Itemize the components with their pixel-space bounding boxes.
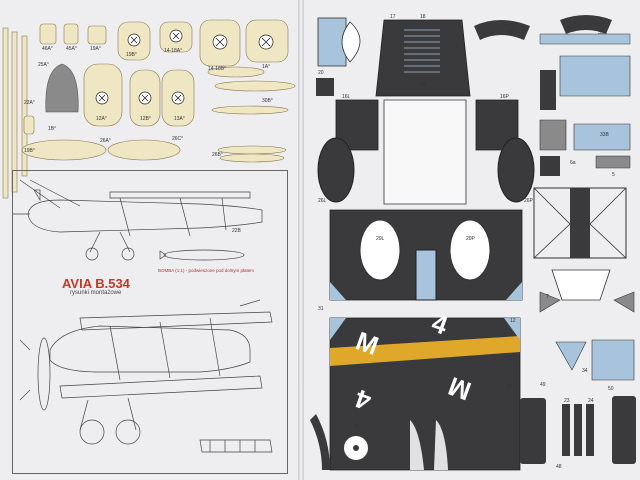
label-7: 7 [546,294,549,300]
label-30b: 30B° [262,98,273,104]
label-20: 20 [318,70,324,76]
label-14-18a: 14-18A° [164,48,183,54]
label-12: 12 [510,318,516,324]
part-26b [217,145,287,155]
bomb-diagram [159,249,245,261]
label-26p: 26P [524,198,533,204]
label-19b-small: 19B° [24,148,35,154]
label-45: 45 [326,464,332,470]
label-14-18b: 14-18B° [208,66,227,72]
yellow-band [330,336,520,366]
part-26c [107,139,181,161]
label-6a: 6a [570,160,576,166]
label-46a: 46A° [42,46,53,52]
label-13a: 13A° [174,116,185,122]
cream-parts [21,19,296,163]
part-26b-2 [219,153,285,163]
part-50 [591,339,635,381]
part-33a [560,15,612,34]
label-49: 49 [540,382,546,388]
label-16l: 16L [342,94,351,100]
label-12b: 12B° [140,116,151,122]
part-26a [21,139,107,161]
part-29l [359,219,401,281]
label-33b: 33B [600,132,609,138]
part-26l [317,137,355,203]
part-19a [87,25,107,45]
label-48: 48 [556,464,562,470]
part-45 [310,414,330,470]
part-33b [573,123,631,151]
part-strut [207,66,265,78]
label-5: 5 [612,172,615,178]
label-29l: 29L [376,236,385,242]
label-45a: 45A° [66,46,77,52]
label-18: 18 [420,14,426,20]
label-22a: 22A° [24,100,35,106]
label-1a: 1A° [262,64,271,70]
label-17: 17 [390,14,396,20]
part-1b [45,63,79,113]
label-34: 34 [582,368,588,374]
part-8 [540,70,556,110]
part-small [23,115,35,135]
bomb-note: BOMBA (1:1) - podwieszone pod dolnym pła… [158,268,255,273]
part-tail-fin [551,269,611,301]
bottom-strips [520,396,636,464]
part-32a [474,20,530,40]
label-24: 24 [588,398,594,404]
strut-part [11,31,18,193]
label-31: 31 [318,306,324,312]
label-13: 13 [506,384,512,390]
page-title: AVIA B.534 [62,276,130,291]
part-29p [449,219,491,281]
part-33c [559,55,631,97]
label-33: 33 [420,82,426,88]
struts-group [2,27,28,199]
part-46a [39,23,57,45]
label-22b: 22B [232,228,241,234]
label-29p: 29P [466,236,475,242]
label-47: 47 [354,424,360,430]
part-17-panel [317,17,347,67]
part-34 [555,341,587,371]
label-12a: 12A° [96,116,107,122]
assembly-diagram [19,299,273,453]
label-33a: 33A [598,30,607,36]
label-26l: 26L [318,198,327,204]
label-23: 23 [564,398,570,404]
part-26p [497,137,535,203]
part-windshield [341,21,361,63]
label-25a: 25A° [38,62,49,68]
label-1b: 1B° [48,126,57,132]
fuselage-top [375,19,471,97]
page-subtitle: rysunki montażowe [70,290,122,296]
assembly-frame [12,170,288,474]
side-view-diagram [12,179,263,261]
label-19b: 19B° [126,52,137,58]
part-45a [63,23,79,45]
label-32: 32 [508,30,514,36]
label-19a: 19A° [90,46,101,52]
part-cockpit-opening [415,249,437,301]
label-26b: 26B° [212,152,223,158]
strut-part [21,35,28,177]
part-30b [214,80,296,92]
page-gutter [298,0,304,480]
label-26a: 26A° [100,138,111,144]
part-16l [335,99,379,151]
label-26c: 26C° [172,136,184,142]
part-30b-2 [211,105,289,115]
fuselage-belly [383,99,467,205]
part-9 [539,119,567,151]
strut-part [2,27,9,199]
label-16p: 16P [500,94,509,100]
label-50: 50 [608,386,614,392]
